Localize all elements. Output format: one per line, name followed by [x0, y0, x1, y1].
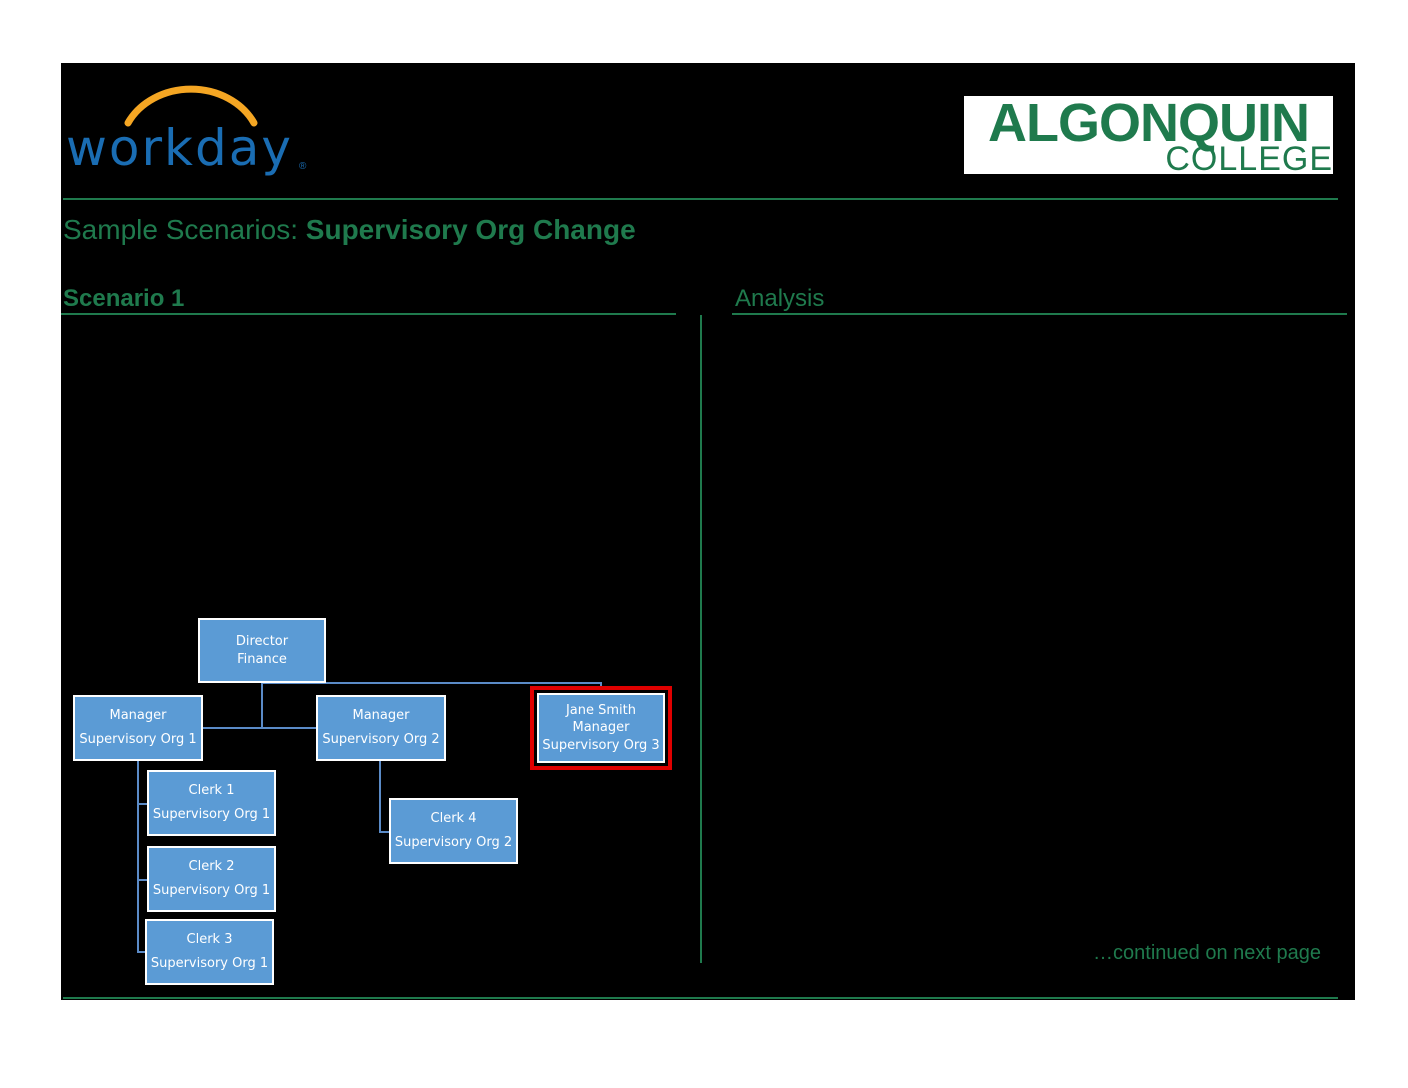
connector-managers-bus [199, 727, 319, 729]
node-clerk1: Clerk 1 Supervisory Org 1 [147, 770, 276, 836]
node-label: Clerk 4 [430, 811, 477, 827]
registered-mark: ® [299, 161, 307, 172]
connector-director-down [261, 682, 263, 728]
connector-to-manager3 [261, 682, 601, 684]
node-manager-org3-jane-smith: Jane Smith Manager Supervisory Org 3 [537, 693, 665, 763]
node-director-finance: Director Finance [198, 618, 326, 683]
node-clerk2: Clerk 2 Supervisory Org 1 [147, 846, 276, 912]
connector-clerk3 [137, 951, 147, 953]
workday-wordmark: workday [66, 119, 293, 177]
node-label: Supervisory Org 3 [542, 737, 660, 753]
node-label: Clerk 3 [186, 932, 233, 948]
node-label: Supervisory Org 1 [150, 956, 269, 971]
algonquin-wordmark: ALGONQUIN [988, 93, 1310, 153]
highlight-box [530, 686, 672, 770]
connector-manager2-down [379, 758, 381, 833]
continued-note: …continued on next page [1093, 942, 1321, 964]
node-manager-org2: Manager Supervisory Org 2 [316, 695, 446, 761]
footer-divider [63, 997, 1338, 999]
node-clerk4: Clerk 4 Supervisory Org 2 [389, 798, 518, 864]
node-label: Manager [572, 720, 630, 736]
analysis-underline [732, 313, 1347, 315]
algonquin-college-logo: ALGONQUIN COLLEGE [964, 93, 1333, 178]
node-label: Manager [109, 708, 167, 724]
scenario-underline [61, 313, 676, 315]
scenario-heading: Scenario 1 [63, 285, 185, 312]
connector-clerk4 [379, 831, 391, 833]
node-label: Supervisory Org 1 [152, 883, 271, 898]
node-label: Supervisory Org 2 [322, 732, 440, 747]
analysis-heading: Analysis [735, 285, 825, 312]
node-label: Jane Smith [565, 702, 637, 718]
connector-clerk1 [137, 803, 149, 805]
connector-clerk2 [137, 879, 149, 881]
page-title-bold: Supervisory Org Change [305, 214, 636, 245]
workday-logo: workday ® [66, 81, 316, 186]
node-label: Clerk 2 [188, 859, 235, 875]
node-label: Supervisory Org 1 [79, 732, 197, 747]
document-page: workday ® ALGONQUIN COLLEGE Sample Scena… [61, 63, 1355, 1000]
node-label: Clerk 1 [188, 783, 235, 799]
page-title: Sample Scenarios: Supervisory Org Change [63, 214, 636, 246]
column-divider [700, 315, 702, 963]
node-label: Supervisory Org 1 [152, 807, 271, 822]
page-title-prefix: Sample Scenarios: [63, 214, 306, 245]
node-label: Supervisory Org 2 [394, 835, 513, 850]
node-manager-org1: Manager Supervisory Org 1 [73, 695, 203, 761]
node-label: Director [235, 633, 289, 649]
node-clerk3: Clerk 3 Supervisory Org 1 [145, 919, 274, 985]
college-wordmark: COLLEGE [1165, 140, 1333, 178]
header-divider [63, 198, 1338, 200]
connector-manager1-down [137, 758, 139, 953]
node-label: Manager [352, 708, 410, 724]
node-label: Finance [237, 651, 287, 667]
